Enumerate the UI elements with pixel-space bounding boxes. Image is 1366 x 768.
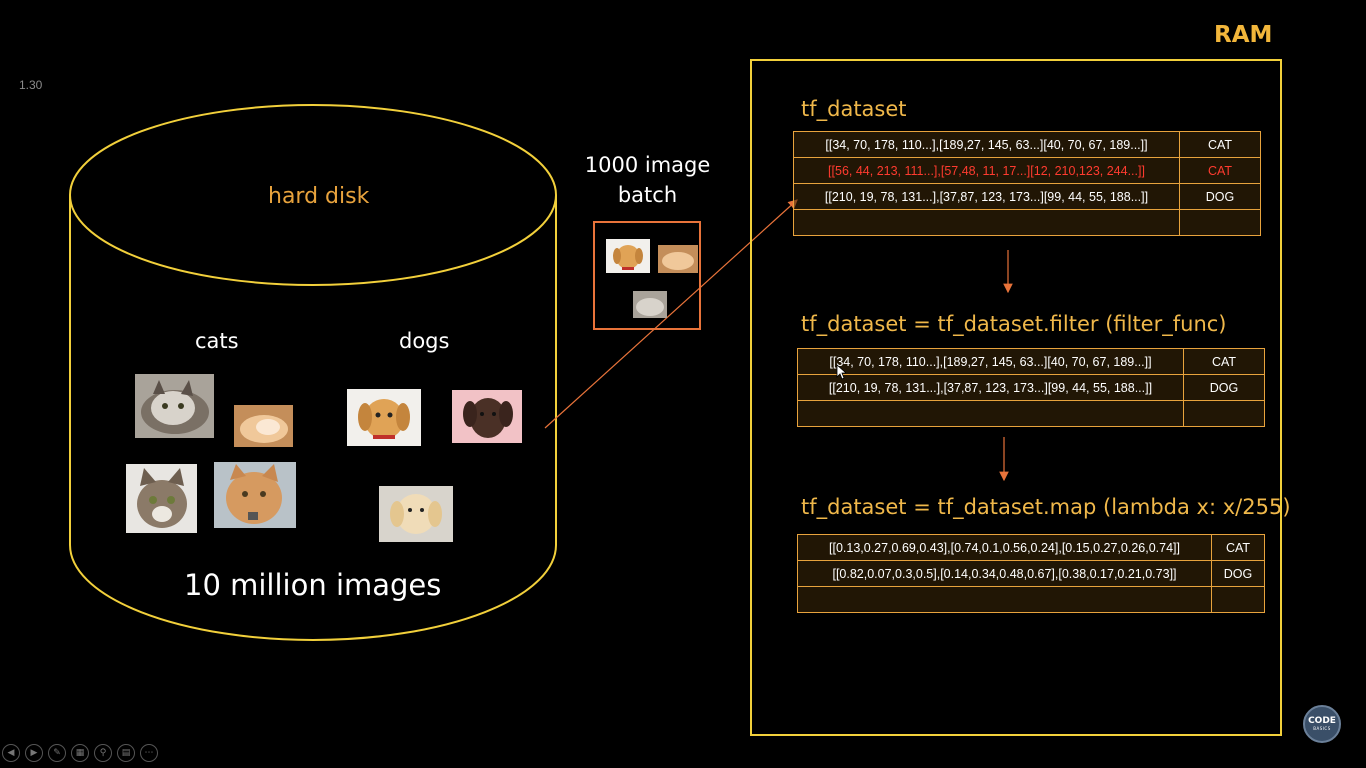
row-values: [[34, 70, 178, 110...],[189,27, 145, 63.…	[797, 348, 1184, 375]
presentation-toolbar: ◀ ▶ ✎ ▦ ⚲ ▤ ⋯	[2, 744, 158, 762]
slide-number: 1.30	[19, 78, 43, 92]
row-label	[1211, 586, 1265, 613]
dataset-title: tf_dataset	[801, 97, 907, 121]
row-label: DOG	[1183, 374, 1265, 401]
pen-icon[interactable]: ✎	[48, 744, 66, 762]
table-row: [[0.82,0.07,0.3,0.5],[0.14,0.34,0.48,0.6…	[797, 560, 1265, 587]
table-row: [[210, 19, 78, 131...],[37,87, 123, 173.…	[797, 374, 1265, 401]
cat-photo	[234, 405, 293, 447]
more-icon[interactable]: ⋯	[140, 744, 158, 762]
filter-title: tf_dataset = tf_dataset.filter (filter_f…	[801, 312, 1227, 336]
cat-photo	[658, 245, 698, 273]
dataset-table: [[34, 70, 178, 110...],[189,27, 145, 63.…	[793, 131, 1261, 236]
ram-label: RAM	[1214, 22, 1273, 48]
row-values: [[210, 19, 78, 131...],[37,87, 123, 173.…	[793, 183, 1180, 210]
zoom-icon[interactable]: ⚲	[94, 744, 112, 762]
cat-photo	[135, 374, 214, 438]
subtitles-icon[interactable]: ▤	[117, 744, 135, 762]
batch-title: 1000 image batch	[584, 153, 711, 207]
table-row-empty	[797, 586, 1265, 613]
slides-icon[interactable]: ▦	[71, 744, 89, 762]
map-table: [[0.13,0.27,0.69,0.43],[0.74,0.1,0.56,0.…	[797, 534, 1265, 613]
dog-photo	[452, 390, 522, 443]
table-row: [[34, 70, 178, 110...],[189,27, 145, 63.…	[797, 348, 1265, 375]
table-row: [[0.13,0.27,0.69,0.43],[0.74,0.1,0.56,0.…	[797, 534, 1265, 561]
row-values	[797, 400, 1184, 427]
hard-disk-cylinder	[69, 104, 557, 641]
codebasics-logo: CODE BASICS	[1303, 705, 1341, 743]
filter-table: [[34, 70, 178, 110...],[189,27, 145, 63.…	[797, 348, 1265, 427]
table-row-empty	[797, 400, 1265, 427]
logo-top-text: CODE	[1308, 715, 1336, 726]
mouse-cursor-icon	[836, 364, 846, 380]
cat-photo	[214, 462, 296, 528]
row-values: [[34, 70, 178, 110...],[189,27, 145, 63.…	[793, 131, 1180, 158]
dogs-label: dogs	[399, 329, 450, 353]
cat-photo	[126, 464, 197, 533]
row-label	[1179, 209, 1261, 236]
cat-photo	[633, 291, 667, 318]
row-values: [[0.13,0.27,0.69,0.43],[0.74,0.1,0.56,0.…	[797, 534, 1212, 561]
row-values	[793, 209, 1180, 236]
cats-label: cats	[195, 329, 239, 353]
next-icon[interactable]: ▶	[25, 744, 43, 762]
disk-caption: 10 million images	[184, 568, 442, 602]
row-values: [[210, 19, 78, 131...],[37,87, 123, 173.…	[797, 374, 1184, 401]
dog-photo	[606, 239, 650, 273]
previous-icon[interactable]: ◀	[2, 744, 20, 762]
dog-photo	[379, 486, 453, 542]
table-row-highlighted: [[56, 44, 213, 111...],[57,48, 11, 17...…	[793, 157, 1261, 184]
row-label: CAT	[1183, 348, 1265, 375]
table-row-empty	[793, 209, 1261, 236]
batch-arrow	[544, 199, 798, 429]
table-row: [[34, 70, 178, 110...],[189,27, 145, 63.…	[793, 131, 1261, 158]
row-label: DOG	[1179, 183, 1261, 210]
hard-disk-label: hard disk	[268, 184, 370, 209]
row-values: [[0.82,0.07,0.3,0.5],[0.14,0.34,0.48,0.6…	[797, 560, 1212, 587]
row-label: CAT	[1211, 534, 1265, 561]
row-label	[1183, 400, 1265, 427]
row-label: DOG	[1211, 560, 1265, 587]
dog-photo	[347, 389, 421, 446]
batch-box	[593, 221, 701, 330]
row-label: CAT	[1179, 131, 1261, 158]
row-label: CAT	[1179, 157, 1261, 184]
row-values	[797, 586, 1212, 613]
map-title: tf_dataset = tf_dataset.map (lambda x: x…	[801, 495, 1291, 519]
table-row: [[210, 19, 78, 131...],[37,87, 123, 173.…	[793, 183, 1261, 210]
row-values: [[56, 44, 213, 111...],[57,48, 11, 17...…	[793, 157, 1180, 184]
ram-box	[750, 59, 1282, 736]
logo-bottom-text: BASICS	[1313, 725, 1331, 731]
